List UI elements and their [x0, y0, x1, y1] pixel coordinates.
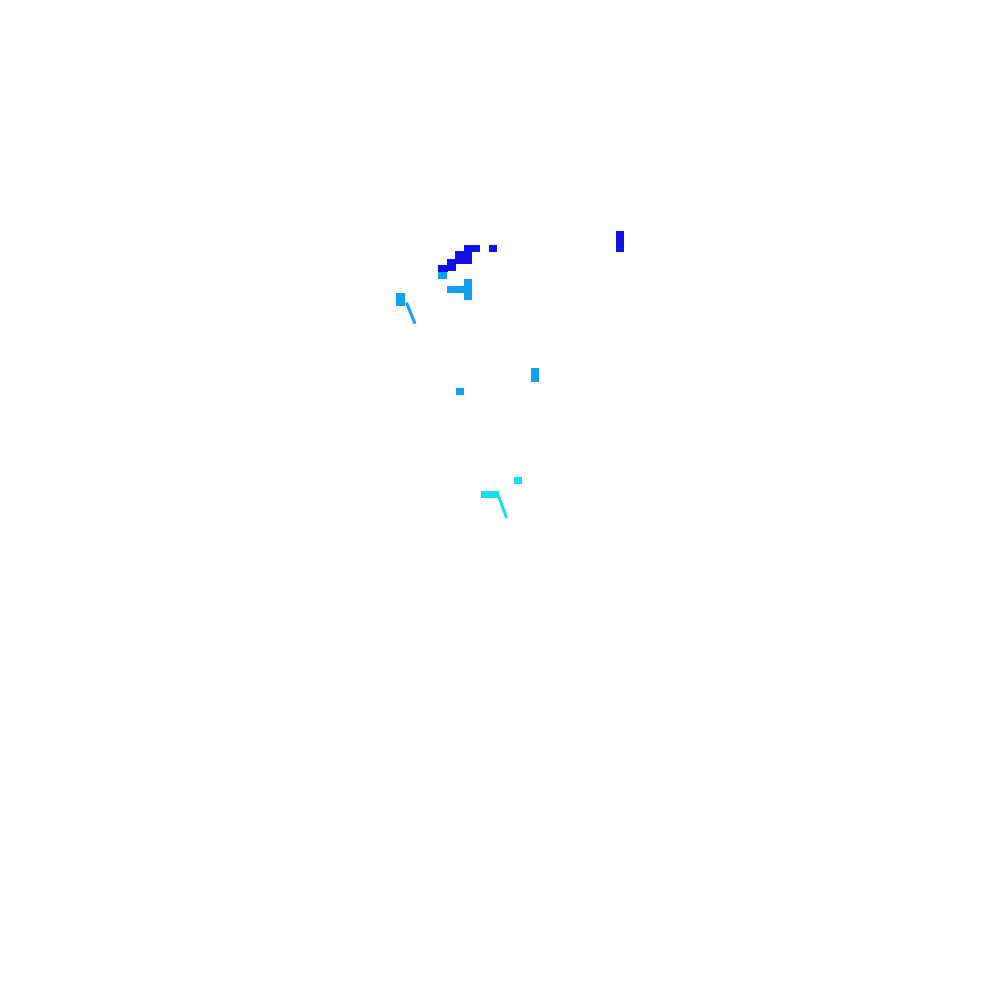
- sky-blue-stroke: [405, 301, 417, 325]
- deep-blue-pixel: [438, 265, 448, 272]
- deep-blue-pixel: [455, 251, 472, 264]
- deep-blue-pixel: [489, 245, 497, 252]
- deep-blue-pixel: [616, 231, 624, 252]
- cyan-pixel: [481, 491, 499, 498]
- sky-blue-pixel: [438, 272, 447, 279]
- sky-blue-pixel: [447, 286, 465, 293]
- sky-blue-pixel: [464, 279, 472, 300]
- sky-blue-pixel: [531, 368, 539, 382]
- deep-blue-pixel: [447, 259, 456, 271]
- deep-blue-pixel: [464, 245, 480, 252]
- cyan-stroke: [497, 494, 509, 519]
- sky-blue-pixel: [456, 388, 464, 395]
- cyan-pixel: [514, 477, 522, 484]
- sky-blue-pixel: [396, 293, 405, 306]
